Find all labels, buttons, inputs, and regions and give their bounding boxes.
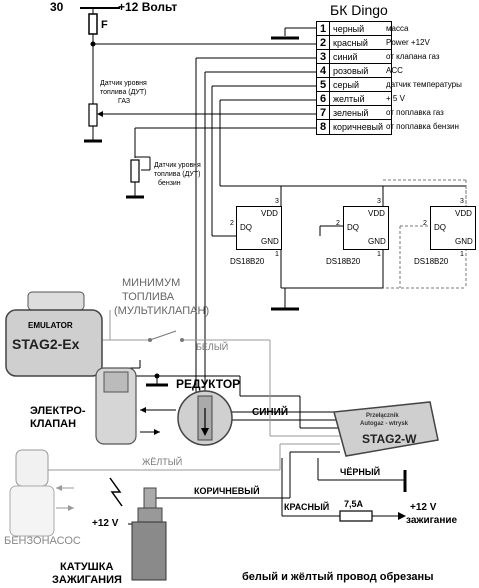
wire-yellow: ЖЁЛТЫЙ xyxy=(142,457,183,467)
ds-pin2: 2 xyxy=(423,220,427,227)
switch-name: STAG2-W xyxy=(362,432,417,446)
vdd-label: VDD xyxy=(261,209,278,218)
emulator-top: EMULATOR xyxy=(28,321,73,330)
emulator-bottom: STAG2-Ex xyxy=(12,336,80,352)
dingo-title: БК Dingo xyxy=(330,2,388,18)
pin-func: датчик температуры xyxy=(386,80,462,89)
gnd-label: GND xyxy=(261,237,279,246)
petrol-sensor-line1: Датчик уровня xyxy=(154,162,201,169)
pin-func: от поплавка бензин xyxy=(386,122,459,131)
gnd-label: GND xyxy=(368,237,386,246)
ds18b20-sensor: VDD DQ GND xyxy=(430,206,476,250)
ds18b20-sensor: VDD DQ GND xyxy=(343,206,389,250)
ds-pin3: 3 xyxy=(460,198,464,205)
pin-func: ACC xyxy=(386,66,403,75)
coil-plus-label: +12 V xyxy=(92,518,119,529)
plus12-label: +12 Вольт xyxy=(118,0,178,14)
petrol-sensor-line2: топлива (ДУТ) xyxy=(154,171,201,178)
ds-name: DS18B20 xyxy=(326,257,361,266)
wire-black: ЧЁРНЫЙ xyxy=(340,467,381,477)
petrol-sensor-line3: бензин xyxy=(158,180,181,187)
gas-sensor-line1: Датчик уровня xyxy=(100,80,147,87)
ds18b20-sensor: VDD DQ GND xyxy=(236,206,282,250)
dq-label: DQ xyxy=(240,223,252,232)
ds-pin1: 1 xyxy=(460,251,464,258)
fuse2-label: 7,5A xyxy=(344,499,364,509)
wire-red: КРАСНЫЙ xyxy=(284,502,330,512)
ds-pin1: 1 xyxy=(275,251,279,258)
battery-label: 30 xyxy=(50,0,64,14)
ds-pin3: 3 xyxy=(275,198,279,205)
pin-wire: коричневый xyxy=(330,119,392,135)
pin-num: 8 xyxy=(316,119,330,135)
pin-func: масса xyxy=(386,24,409,33)
ds-name: DS18B20 xyxy=(230,257,265,266)
reducer-label: РЕДУКТОР xyxy=(176,377,241,391)
fuel-pump-label: БЕНЗОНАСОС xyxy=(4,535,81,547)
vdd-label: VDD xyxy=(368,209,385,218)
pin-num: 5 xyxy=(316,77,330,93)
footnote: белый и жёлтый провод обрезаны xyxy=(242,571,434,583)
wire-white: БЕЛЫЙ xyxy=(196,342,229,352)
ds-name: DS18B20 xyxy=(414,257,449,266)
wire-blue: СИНИЙ xyxy=(252,407,289,418)
vdd-label: VDD xyxy=(455,209,472,218)
switch-line2: Autogaz - wtrysk xyxy=(360,421,409,427)
dq-label: DQ xyxy=(434,223,446,232)
gas-sensor-line2: топлива (ДУТ) xyxy=(100,89,147,96)
valve-label-line2: КЛАПАН xyxy=(30,418,77,430)
dq-label: DQ xyxy=(347,223,359,232)
ds-pin2: 2 xyxy=(336,220,340,227)
min-fuel-line2: ТОПЛИВА xyxy=(122,291,175,303)
fuse-label: F xyxy=(101,19,108,31)
ds-pin3: 3 xyxy=(377,198,381,205)
ds-pin2: 2 xyxy=(230,220,234,227)
pin-num: 2 xyxy=(316,35,330,51)
gnd-label: GND xyxy=(455,237,473,246)
ds-pin1: 1 xyxy=(377,251,381,258)
ignition-line2: зажигание xyxy=(406,515,458,526)
coil-label-line2: ЗАЖИГАНИЯ xyxy=(52,574,122,586)
gas-sensor-line3: ГАЗ xyxy=(118,98,131,105)
ignition-line1: +12 V xyxy=(410,502,437,513)
min-fuel-line1: МИНИМУМ xyxy=(122,277,181,289)
pin-func: + 5 V xyxy=(386,94,405,103)
pin-func: от поплавка газ xyxy=(386,108,444,117)
pin-func: от клапана газ xyxy=(386,52,440,61)
pin-func: Power +12V xyxy=(386,38,430,47)
coil-label-line1: КАТУШКА xyxy=(60,561,114,573)
wire-brown: КОРИЧНЕВЫЙ xyxy=(194,486,260,496)
min-fuel-line3: (МУЛЬТИКЛАПАН) xyxy=(114,305,210,317)
switch-line1: Przełącznik xyxy=(366,413,399,419)
valve-label-line1: ЭЛЕКТРО- xyxy=(30,405,86,417)
